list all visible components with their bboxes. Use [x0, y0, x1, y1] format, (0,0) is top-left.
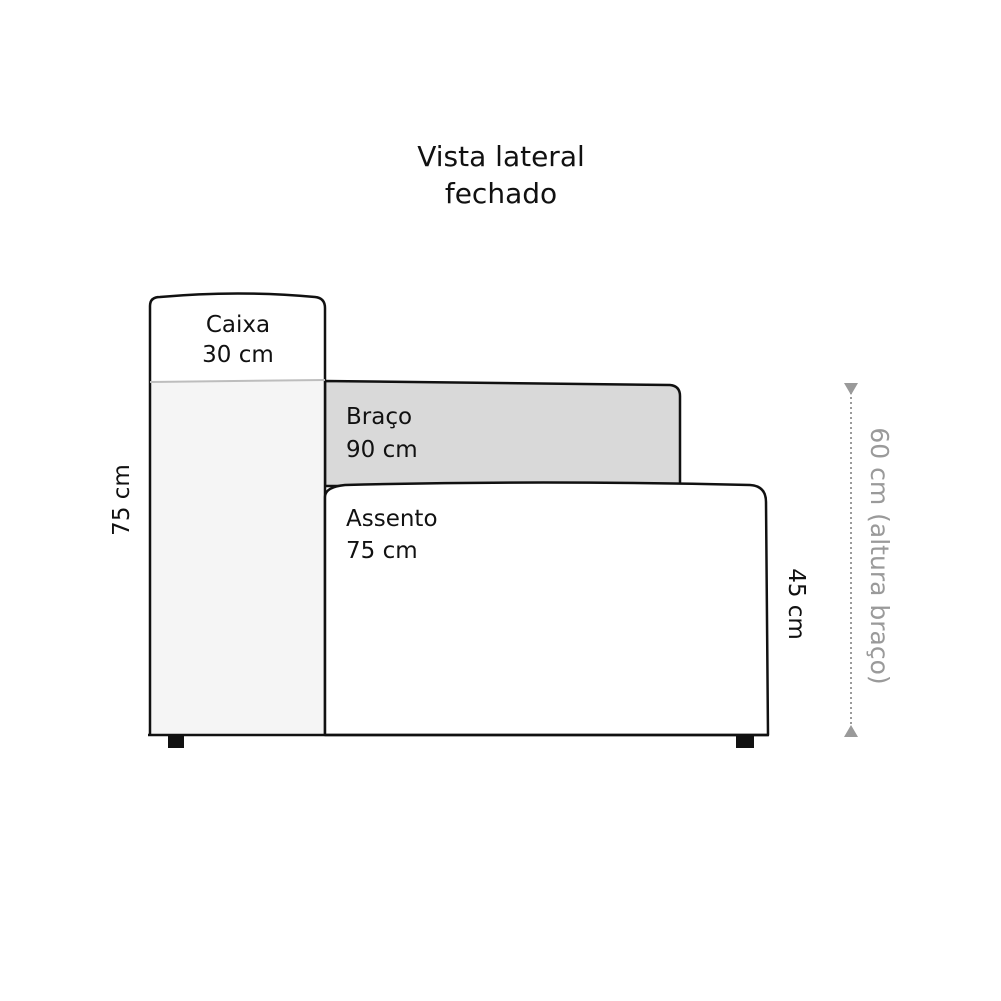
arrow-down-icon: [844, 725, 858, 737]
assento-size: 75 cm: [346, 538, 418, 564]
seat-height-label: 45 cm: [783, 568, 809, 640]
braco-size: 90 cm: [346, 437, 418, 463]
arm-height-label: 60 cm (altura braço): [865, 427, 894, 684]
caixa-outline: [148, 292, 327, 735]
foot-left: [168, 736, 184, 748]
title-line-2: fechado: [445, 177, 557, 210]
arm-height-dimension: 60 cm (altura braço): [844, 383, 894, 737]
title-line-1: Vista lateral: [417, 140, 585, 173]
total-height-label: 75 cm: [109, 464, 135, 536]
assento-name: Assento: [346, 506, 438, 532]
caixa-name: Caixa: [206, 312, 270, 338]
foot-right: [736, 736, 754, 748]
caixa-top-shape: [150, 293, 325, 382]
braco-shape: [323, 379, 682, 488]
caixa-size: 30 cm: [202, 342, 274, 368]
assento-shape: [323, 481, 770, 737]
caixa-bottom-shape: [150, 381, 325, 735]
arrow-up-icon: [844, 383, 858, 395]
braco-name: Braço: [346, 404, 412, 430]
caixa-divider: [149, 379, 326, 383]
